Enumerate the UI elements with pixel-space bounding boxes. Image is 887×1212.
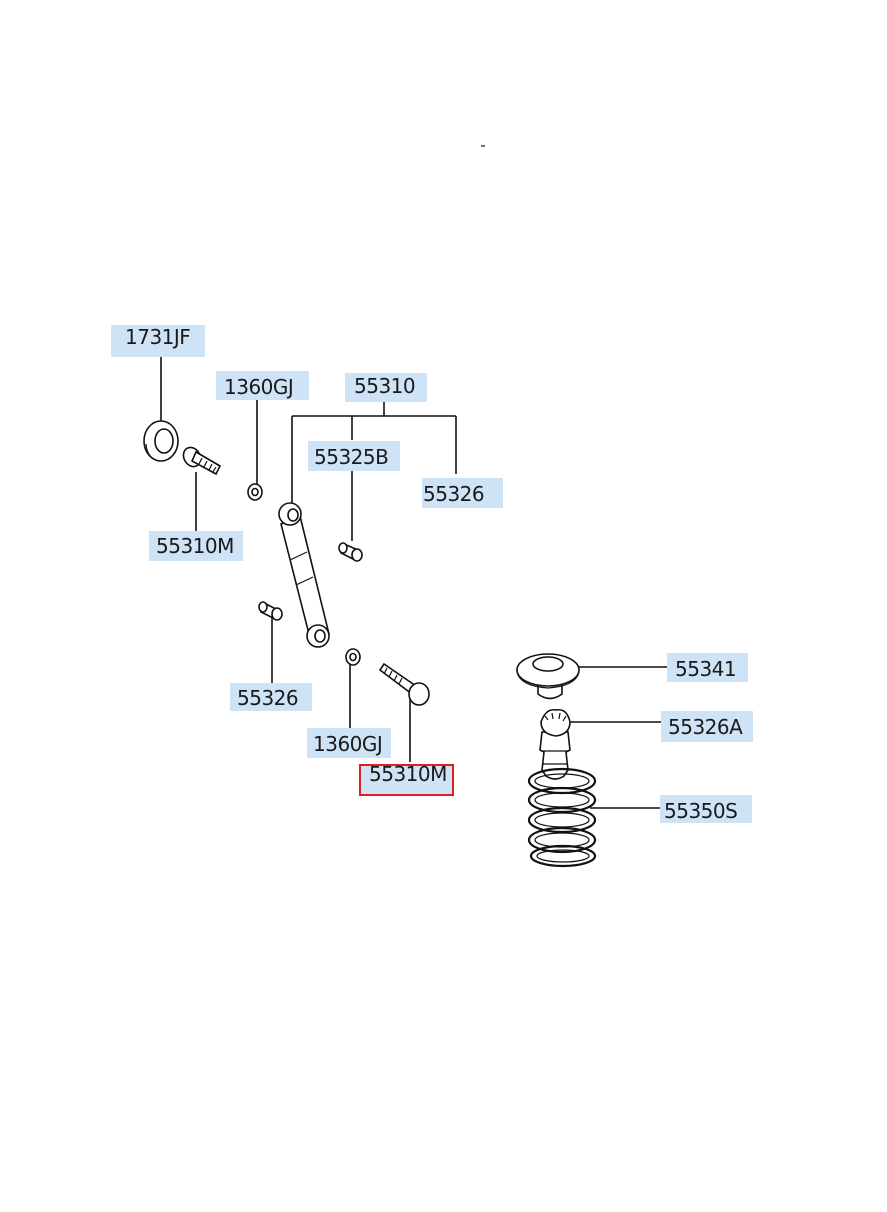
part-label-1731JF[interactable]: 1731JF <box>111 325 205 357</box>
part-label-55310[interactable]: 55310 <box>345 373 427 402</box>
part-label-text: 55326 <box>237 686 298 710</box>
part-label-55326-lower[interactable]: 55326 <box>230 683 312 711</box>
part-label-text: 1731JF <box>125 325 190 349</box>
coil-spring <box>527 767 597 868</box>
part-label-55310M-lower-selected[interactable]: 55310M <box>359 762 454 796</box>
part-label-1360GJ-lower[interactable]: 1360GJ <box>307 728 391 758</box>
part-label-text: 55326 <box>423 482 484 506</box>
part-label-55341[interactable]: 55341 <box>667 653 748 682</box>
part-label-55326A[interactable]: 55326A <box>661 711 753 742</box>
part-label-text: 55326A <box>668 715 743 739</box>
spring-seat <box>516 653 580 700</box>
part-label-text: 55310M <box>156 534 234 558</box>
part-label-55326-right[interactable]: 55326 <box>422 478 503 508</box>
upper-nut <box>247 483 263 501</box>
lower-bushing <box>258 601 283 621</box>
part-label-55310M-upper[interactable]: 55310M <box>149 531 243 561</box>
bump-stop <box>539 708 571 780</box>
part-label-1360GJ-upper[interactable]: 1360GJ <box>216 371 309 400</box>
upper-bushing <box>338 542 363 562</box>
lower-bolt <box>378 662 430 706</box>
leader-lines <box>160 352 667 809</box>
lower-nut <box>345 648 361 666</box>
part-label-text: 55341 <box>675 657 736 681</box>
part-label-text: 55325B <box>314 445 388 469</box>
part-label-text: 55350S <box>664 799 737 823</box>
part-label-text: 1360GJ <box>224 375 293 399</box>
part-label-text: 55310 <box>354 374 415 398</box>
part-label-55350S[interactable]: 55350S <box>660 795 752 823</box>
part-label-text: 1360GJ <box>313 732 382 756</box>
selection-box <box>359 764 454 796</box>
upper-bolt <box>182 446 222 476</box>
shock-absorber <box>278 502 330 648</box>
mount-ring <box>143 420 179 462</box>
part-label-text: 55310M <box>369 762 447 786</box>
part-label-55325B[interactable]: 55325B <box>308 441 400 471</box>
